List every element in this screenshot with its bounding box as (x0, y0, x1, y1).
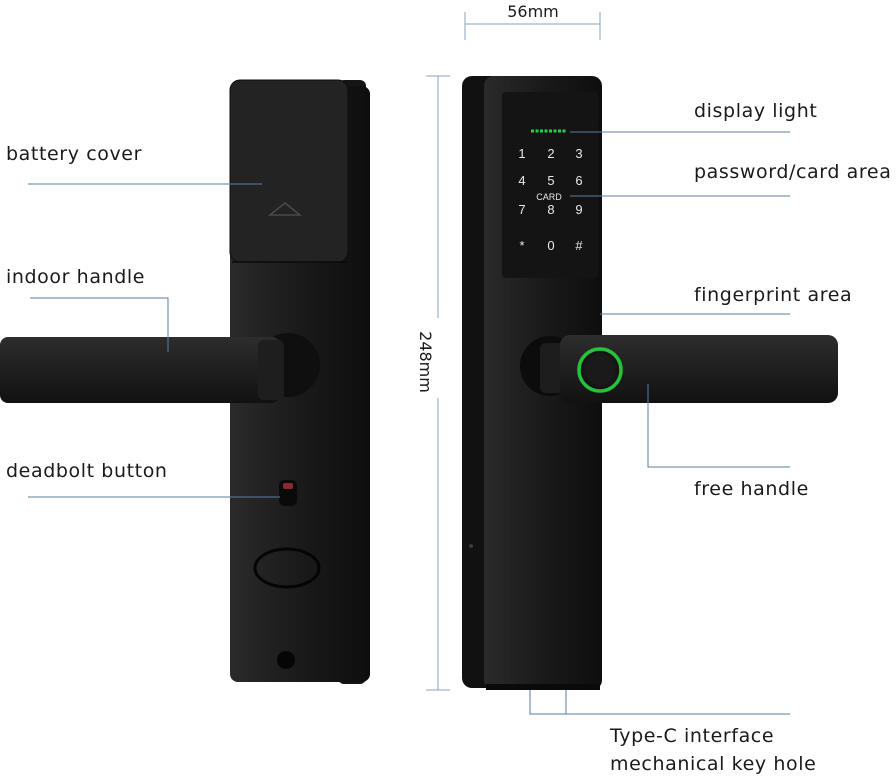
arrow-up-icon (267, 202, 303, 216)
keypad-key[interactable]: 4 (518, 173, 525, 188)
password-card-area-label: password/card area (694, 161, 892, 183)
keypad-key[interactable]: 9 (575, 202, 582, 217)
mechanical-key-hole-label: mechanical key hole (610, 753, 817, 775)
indoor-lock-body (229, 79, 370, 684)
keypad-key[interactable]: 1 (518, 146, 525, 161)
keypad-key[interactable]: 0 (547, 238, 554, 253)
keypad-key[interactable]: 5 (547, 173, 554, 188)
keypad[interactable]: 1 2 3 4 5 6 CARD 7 8 9 * 0 # (518, 146, 583, 253)
height-dimension: 248mm (416, 75, 450, 691)
keypad-panel (502, 92, 598, 278)
keypad-key[interactable]: # (575, 238, 583, 253)
width-dimension: 56mm (464, 2, 601, 40)
keypad-key[interactable]: 8 (547, 202, 554, 217)
battery-cover-label: battery cover (6, 143, 143, 165)
free-handle[interactable] (540, 335, 838, 403)
keypad-key[interactable]: * (519, 238, 524, 253)
screw-icon (277, 651, 295, 669)
type-c-interface-label: Type-C interface (610, 725, 775, 747)
keypad-key[interactable]: 3 (575, 146, 582, 161)
card-label: CARD (536, 192, 562, 202)
fingerprint-area-label: fingerprint area (694, 284, 853, 306)
height-label: 248mm (416, 331, 435, 393)
display-light-label: display light (694, 100, 818, 122)
callout-lines (28, 131, 790, 715)
keypad-key[interactable]: 6 (575, 173, 582, 188)
bottom-edge (486, 684, 600, 690)
width-label: 56mm (507, 2, 559, 21)
indoor-handle[interactable] (0, 337, 284, 403)
battery-cover[interactable] (229, 79, 349, 263)
free-handle-label: free handle (694, 478, 809, 500)
indoor-handle-label: indoor handle (6, 266, 146, 288)
oval-emblem (253, 547, 321, 589)
side-dot (469, 544, 473, 548)
deadbolt-button-label: deadbolt button (6, 460, 168, 482)
keypad-key[interactable]: 2 (547, 146, 554, 161)
keypad-key[interactable]: 7 (518, 202, 525, 217)
